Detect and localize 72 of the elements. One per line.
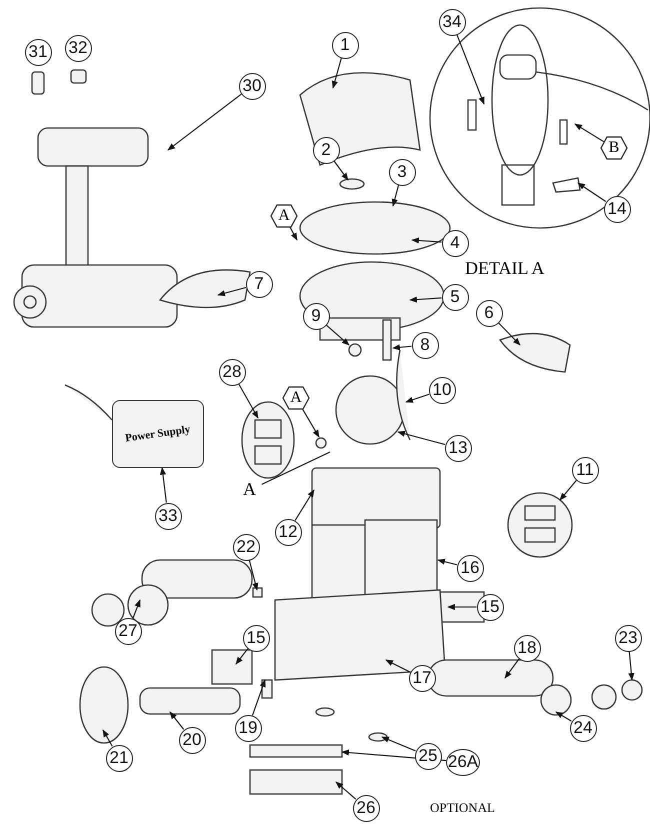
leader-line [392, 344, 412, 350]
leader-line [326, 324, 350, 346]
callout-number: 1 [332, 32, 358, 58]
callout-number: 18 [514, 634, 540, 662]
leader-line [132, 599, 141, 619]
leader-line [332, 58, 342, 89]
leader-line [289, 226, 298, 241]
leader-line [102, 729, 113, 747]
leader-line [456, 34, 485, 105]
callout-number: 11 [572, 456, 598, 484]
leader-line [409, 296, 442, 303]
callout-number: 26A [446, 748, 480, 776]
callout-number: 14 [604, 196, 630, 222]
leader-line [160, 466, 167, 503]
leader-line [381, 736, 416, 752]
callout-number: 20 [178, 726, 206, 754]
callout-number: 13 [444, 434, 472, 462]
callout-number: 15 [242, 624, 270, 652]
callout-number: 28 [218, 358, 246, 386]
leader-line [302, 408, 320, 438]
callout-number: 34 [438, 8, 466, 36]
leader-line [170, 711, 184, 730]
leader-line [574, 124, 604, 142]
leader-line [504, 658, 520, 679]
callout-number: 16 [456, 554, 484, 582]
leader-line [577, 182, 606, 202]
callout-number: 12 [274, 518, 302, 546]
callout-number: 5 [442, 284, 468, 310]
callout-number: 21 [106, 744, 132, 772]
detail-marker: A [282, 386, 310, 410]
callout-number: 4 [442, 230, 468, 256]
view-title: DETAIL A [465, 258, 544, 279]
leader-line [555, 712, 572, 722]
callout-number: 26 [352, 794, 380, 822]
detail-marker: A [270, 204, 298, 228]
leader-line [385, 660, 410, 672]
callout-number: 23 [614, 624, 642, 652]
callout-number: 27 [114, 618, 142, 644]
leader-line [447, 604, 476, 610]
leader-line [236, 648, 248, 665]
callout-number: 3 [388, 158, 416, 186]
callout-number: 33 [154, 502, 182, 530]
callout-number: 7 [246, 270, 272, 298]
leader-line [262, 452, 330, 485]
callout-number: 24 [570, 714, 596, 742]
leader-line [411, 237, 442, 244]
leader-line [405, 394, 430, 403]
leader-line [217, 286, 246, 296]
leader-line [238, 383, 258, 419]
callout-number: 22 [232, 534, 260, 560]
leader-line [294, 489, 314, 521]
callout-number: 32 [64, 34, 92, 62]
leader-line [437, 558, 458, 566]
callout-number: 10 [428, 376, 456, 404]
power-supply-unit: Power Supply [112, 400, 204, 468]
callout-number: 25 [414, 742, 442, 770]
leader-line [560, 480, 577, 501]
note: OPTIONAL [430, 800, 495, 816]
leader-line [167, 94, 242, 150]
callout-number: 19 [234, 714, 262, 742]
detail-reference: A [243, 479, 256, 500]
leader-line [628, 651, 634, 681]
callout-number: 31 [24, 38, 52, 66]
callout-number: 6 [476, 300, 502, 326]
leader-line [334, 160, 348, 181]
leader-line [248, 560, 258, 591]
callout-number: 30 [238, 72, 266, 100]
leader-line [392, 184, 400, 207]
callout-number: 8 [412, 332, 438, 358]
leader-line [252, 679, 266, 716]
detail-marker: B [600, 136, 628, 160]
leader-line [397, 430, 446, 446]
